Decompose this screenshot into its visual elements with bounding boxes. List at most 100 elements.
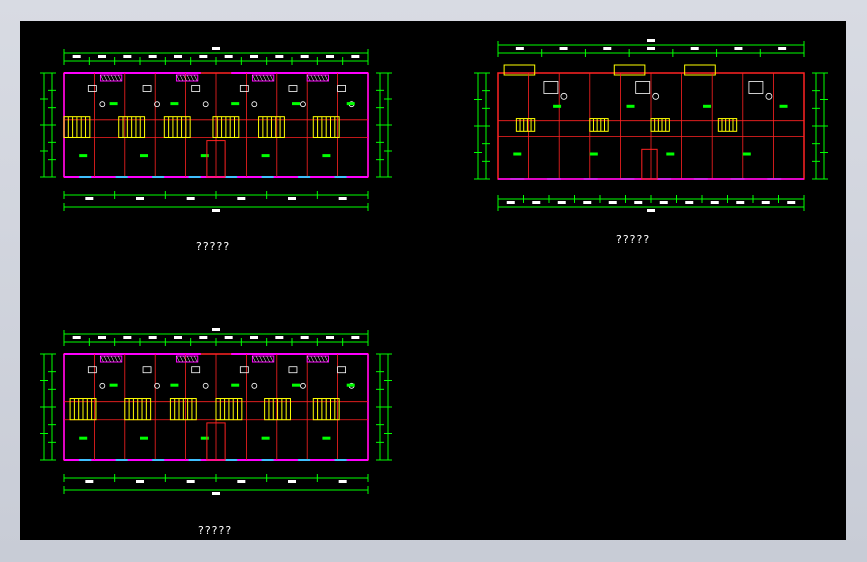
hatch-line — [114, 74, 118, 82]
hatch-line — [259, 355, 263, 363]
fixture — [337, 366, 347, 374]
dimension-text-mark — [326, 336, 334, 339]
fixture-circle — [99, 382, 106, 389]
fixture — [288, 366, 298, 374]
dimension-text-mark — [85, 197, 94, 200]
dimension-text-mark — [98, 336, 106, 339]
dimension-text-mark — [98, 55, 106, 58]
room-label-mark — [261, 154, 270, 158]
room-label-mark — [140, 154, 148, 158]
hatch-line — [252, 355, 256, 363]
dimension-text-mark — [685, 201, 694, 204]
plan-caption-top-right: ????? — [616, 233, 651, 246]
dimension-text-mark — [506, 201, 515, 204]
fixture — [239, 366, 249, 374]
hatch-line — [103, 355, 108, 363]
dimension-text-mark — [734, 47, 743, 50]
fixture-circle — [154, 101, 160, 108]
fixture — [239, 85, 249, 92]
dimension-text-mark — [136, 197, 144, 200]
room-label-mark — [742, 152, 751, 156]
hatch-line — [324, 74, 329, 82]
dimension-text-mark — [288, 197, 296, 200]
dimension-text-mark — [186, 480, 195, 483]
dimension-text-mark — [72, 55, 81, 58]
room-label-mark — [200, 154, 209, 158]
hatch-line — [107, 355, 111, 363]
hatch-line — [186, 74, 191, 82]
fixture-circle — [652, 92, 660, 100]
fixture — [191, 85, 201, 92]
fixture — [142, 85, 152, 92]
hatch-line — [193, 355, 198, 363]
dimension-text-mark — [212, 492, 220, 495]
dimension-text-mark — [288, 480, 296, 483]
hatch-line — [183, 74, 187, 82]
fixture-circle — [300, 101, 306, 108]
dimension-text-mark — [224, 55, 233, 58]
roof-bay — [684, 64, 716, 76]
room-label-mark — [79, 154, 88, 158]
dimension-text-mark — [250, 336, 258, 339]
floor-plan-2-geometry — [474, 39, 828, 212]
room-label-mark — [666, 152, 675, 156]
dimension-text-mark — [123, 336, 132, 339]
hatch-line — [317, 355, 322, 363]
room-label-mark — [79, 436, 88, 440]
hatch-line — [255, 74, 260, 82]
hatch-line — [310, 74, 314, 82]
dimension-text-mark — [515, 47, 524, 50]
dimension-text-mark — [85, 480, 94, 483]
fixture — [142, 366, 152, 374]
hatch-line — [176, 355, 180, 363]
room-label-mark — [261, 436, 270, 440]
hatch-line — [114, 355, 118, 363]
room-label-mark — [170, 383, 179, 387]
hatch-line — [252, 74, 256, 82]
entrance — [641, 148, 658, 180]
dimension-text-mark — [212, 328, 220, 331]
fixture-circle — [560, 92, 568, 100]
dimension-text-mark — [212, 47, 220, 50]
dimension-text-mark — [72, 336, 81, 339]
dimension-text-mark — [174, 55, 182, 58]
dimension-text-mark — [647, 47, 655, 50]
dimension-text-mark — [199, 55, 208, 58]
dimension-text-mark — [583, 201, 592, 204]
hatch-line — [179, 74, 184, 82]
hatch-line — [262, 74, 267, 82]
floor-plan-top-left[interactable] — [20, 21, 846, 540]
hatch-line — [266, 355, 270, 363]
dimension-text-mark — [603, 47, 612, 50]
room-label-mark — [589, 152, 598, 156]
stair-outline — [650, 118, 670, 132]
fixture-circle — [154, 382, 160, 389]
room-label-mark — [626, 104, 635, 108]
dimension-text-mark — [659, 201, 668, 204]
hatch-line — [100, 74, 104, 82]
dimension-text-mark — [237, 197, 246, 200]
room-label-mark — [322, 154, 331, 158]
fixture — [87, 85, 97, 92]
dimension-text-mark — [300, 336, 309, 339]
floor-plan-3-geometry — [40, 328, 392, 495]
cad-drawing-canvas[interactable]: ????? ????? ????? — [20, 21, 846, 540]
hatch-line — [193, 74, 198, 82]
dimension-text-mark — [351, 55, 360, 58]
dimension-text-mark — [275, 336, 284, 339]
room-label-mark — [231, 102, 240, 106]
dimension-text-mark — [608, 201, 617, 204]
dimension-text-mark — [148, 55, 157, 58]
room-label-mark — [109, 383, 118, 387]
plan-caption-top-left: ????? — [196, 240, 231, 253]
hatch-line — [190, 74, 194, 82]
hatch-line — [306, 355, 311, 363]
hatch-line — [321, 355, 325, 363]
fixture — [337, 85, 347, 92]
hatch-line — [117, 74, 122, 82]
hatch-line — [110, 355, 115, 363]
room-label-mark — [292, 102, 300, 106]
hatch-line — [266, 74, 270, 82]
dimension-text-mark — [351, 336, 360, 339]
hatch-line — [176, 74, 180, 82]
